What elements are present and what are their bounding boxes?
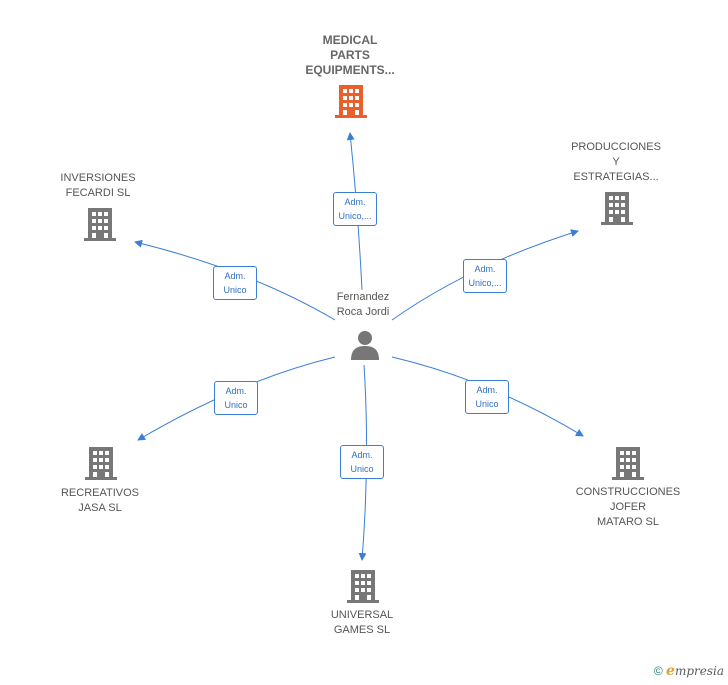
footer-brand: © empresia (654, 663, 724, 679)
building-icon[interactable] (346, 569, 380, 608)
building-icon[interactable] (83, 207, 117, 246)
relation-label-construcciones[interactable]: Adm. Unico (465, 380, 509, 414)
company-name-universal: UNIVERSAL GAMES SL (330, 609, 394, 636)
building-icon[interactable] (611, 446, 645, 485)
company-node-producciones[interactable]: PRODUCCIONES Y ESTRATEGIAS... (571, 140, 661, 185)
company-name-inversiones: INVERSIONES FECARDI SL (60, 172, 136, 199)
company-node-construcciones[interactable]: CONSTRUCCIONES JOFER MATARO SL (576, 485, 681, 530)
company-node-universal[interactable]: UNIVERSAL GAMES SL (331, 608, 393, 638)
person-icon[interactable] (350, 330, 380, 365)
relation-label-producciones[interactable]: Adm. Unico,... (463, 259, 507, 293)
building-icon[interactable] (600, 191, 634, 230)
relation-label-recreativos[interactable]: Adm. Unico (214, 381, 258, 415)
person-name: Fernandez Roca Jordi (336, 291, 390, 318)
building-icon[interactable] (84, 446, 118, 485)
relation-label-universal[interactable]: Adm. Unico (340, 445, 384, 479)
copyright-symbol: © (653, 664, 663, 678)
company-node-inversiones[interactable]: INVERSIONES FECARDI SL (60, 171, 135, 201)
relation-label-inversiones[interactable]: Adm. Unico (213, 266, 257, 300)
building-icon[interactable] (334, 84, 368, 123)
company-name-construcciones: CONSTRUCCIONES JOFER MATARO SL (575, 486, 681, 528)
company-node-medical[interactable]: MEDICAL PARTS EQUIPMENTS... (305, 33, 394, 78)
brand-logo: empresia (666, 663, 724, 679)
relation-label-medical[interactable]: Adm. Unico,... (333, 192, 377, 226)
company-name-recreativos: RECREATIVOS JASA SL (60, 487, 140, 514)
company-name-producciones: PRODUCCIONES Y ESTRATEGIAS... (571, 141, 661, 183)
company-name-medical: MEDICAL PARTS EQUIPMENTS... (305, 33, 395, 77)
company-node-recreativos[interactable]: RECREATIVOS JASA SL (61, 486, 139, 516)
